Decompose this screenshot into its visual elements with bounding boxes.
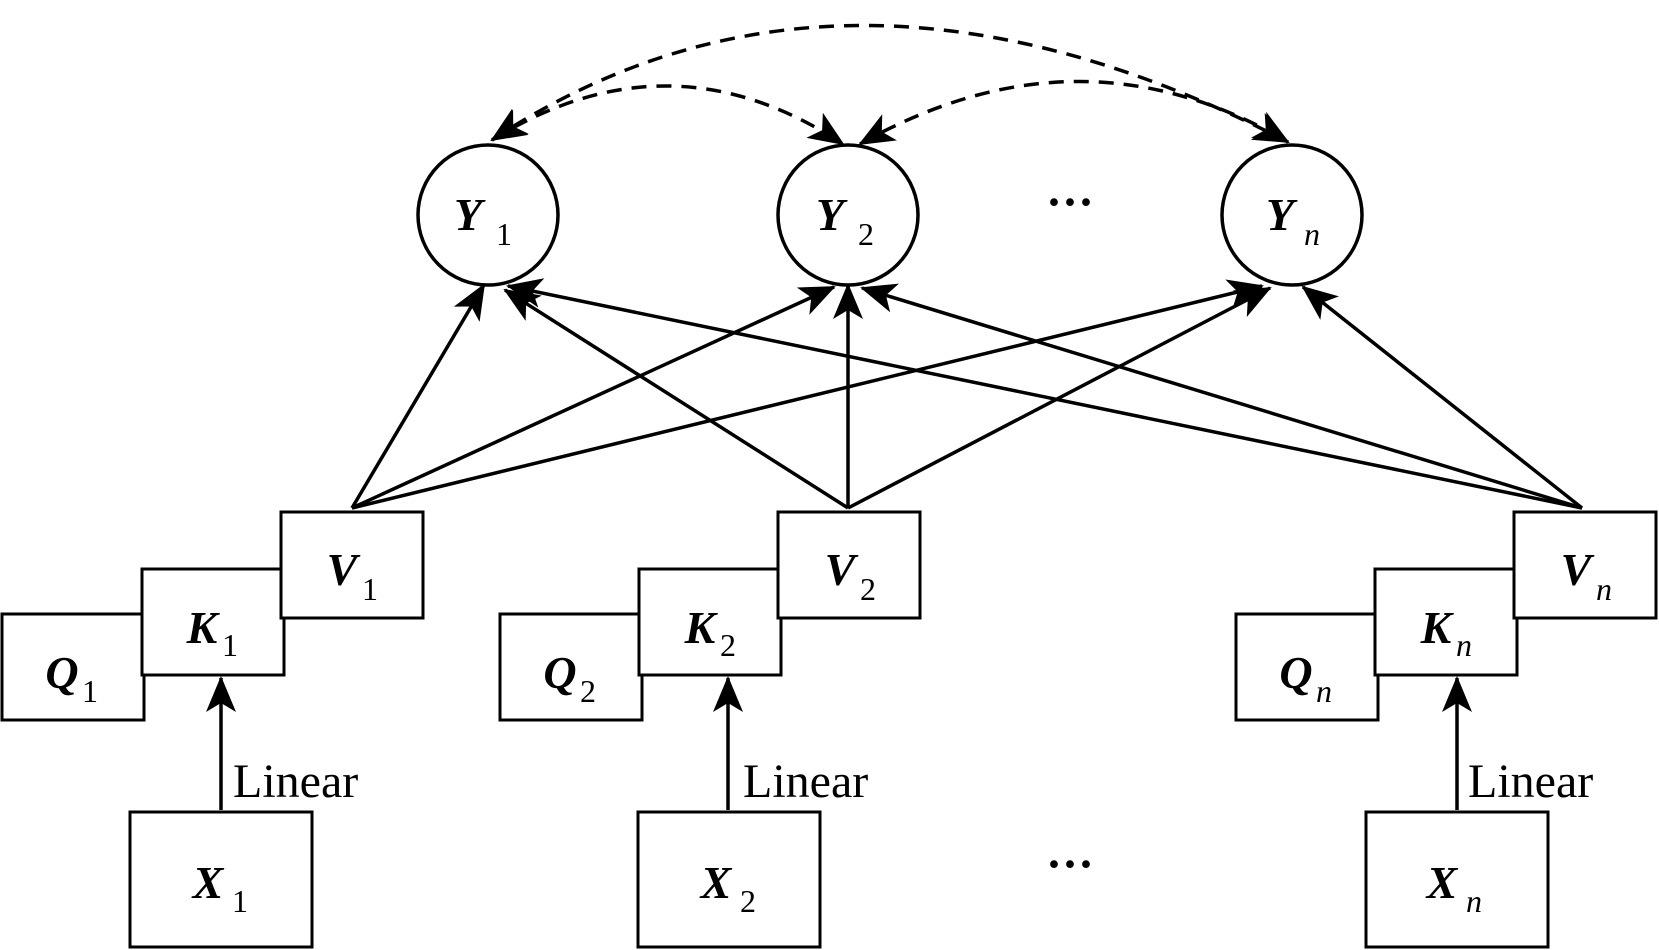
- output-sub-yn: n: [1304, 216, 1320, 252]
- q-sub-n: n: [1316, 673, 1332, 709]
- edge-v2-yn: [847, 286, 1272, 510]
- x-label-1: X: [191, 857, 225, 908]
- q-label-1: Q: [45, 647, 78, 698]
- x-label-n: X: [1425, 857, 1459, 908]
- k-label-2: K: [684, 602, 719, 653]
- q-box-1: [0, 612, 146, 722]
- edge-v1-y1: [350, 283, 486, 509]
- edge-v1-y2: [351, 285, 836, 510]
- output-sub-y1: 1: [496, 216, 512, 252]
- v-box-1: [279, 510, 425, 620]
- v-sub-2: 2: [860, 571, 876, 607]
- column-2: Q 2 K 2 V 2 Linear X 2: [498, 510, 922, 949]
- output-node-yn: [1220, 143, 1364, 287]
- output-label-y1: Y: [454, 189, 486, 240]
- q-label-2: Q: [543, 647, 576, 698]
- output-yn: Y n: [1220, 143, 1364, 287]
- x-label-2: X: [699, 857, 733, 908]
- arc-y1-yn: [490, 23, 1290, 144]
- linear-label-n: Linear: [1468, 755, 1593, 808]
- k-label-n: K: [1420, 602, 1455, 653]
- q-sub-2: 2: [580, 673, 596, 709]
- q-box-2: [498, 612, 644, 722]
- edge-v2-y1: [503, 288, 849, 510]
- arc-y1-y2: [490, 84, 845, 146]
- v-label-2: V: [825, 544, 859, 595]
- edge-vn-y2: [860, 283, 1583, 510]
- x-sub-1: 1: [232, 883, 248, 919]
- linear-label-1: Linear: [233, 755, 358, 808]
- v-label-n: V: [1561, 544, 1595, 595]
- output-y1: Y 1: [416, 143, 560, 287]
- attention-arcs: [490, 23, 1290, 146]
- x-box-2: [636, 810, 822, 949]
- k-box-1: [140, 567, 286, 677]
- column-1: Q 1 K 1 V 1 Linear X 1: [0, 510, 425, 949]
- v-sub-n: n: [1596, 571, 1612, 607]
- k-box-2: [637, 567, 783, 677]
- v-box-n: [1512, 510, 1658, 620]
- ellipsis-top: ···: [1046, 176, 1094, 229]
- v-label-1: V: [327, 544, 361, 595]
- edge-v1-yn: [351, 279, 1264, 510]
- v-sub-1: 1: [362, 571, 378, 607]
- q-sub-1: 1: [82, 673, 98, 709]
- linear-label-2: Linear: [743, 755, 868, 808]
- k-label-1: K: [186, 602, 221, 653]
- q-label-n: Q: [1279, 647, 1312, 698]
- k-sub-n: n: [1456, 627, 1472, 663]
- x-sub-n: n: [1466, 883, 1482, 919]
- output-node-y2: [776, 143, 920, 287]
- output-label-y2: Y: [816, 189, 848, 240]
- k-sub-1: 1: [222, 627, 238, 663]
- q-box-n: [1234, 612, 1380, 722]
- edge-vn-y1: [506, 278, 1583, 510]
- x-box-n: [1364, 810, 1550, 949]
- v-box-2: [776, 510, 922, 620]
- k-box-n: [1373, 567, 1519, 677]
- output-y2: Y 2: [776, 143, 920, 287]
- x-sub-2: 2: [740, 883, 756, 919]
- column-n: Q n K n V n Linear X n: [1234, 510, 1658, 949]
- k-sub-2: 2: [720, 627, 736, 663]
- value-edges: [350, 278, 1584, 510]
- arc-y2-yn: [858, 79, 1290, 146]
- edge-vn-yn: [1301, 285, 1584, 510]
- ellipsis-bottom: ···: [1046, 838, 1094, 891]
- output-node-y1: [416, 143, 560, 287]
- output-label-yn: Y: [1266, 189, 1298, 240]
- x-box-1: [128, 810, 314, 949]
- output-sub-y2: 2: [858, 216, 874, 252]
